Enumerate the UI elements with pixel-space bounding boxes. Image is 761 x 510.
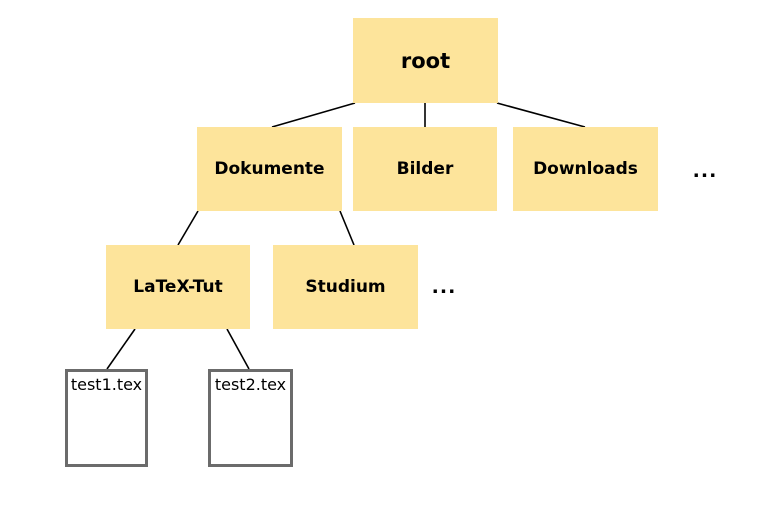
node-root: root [353,18,498,103]
node-file-test2: test2.tex [208,369,293,467]
node-bilder: Bilder [353,127,497,211]
edge-root-dokumente [271,102,356,128]
edge-latextut-test2 [226,328,250,370]
node-dokumente: Dokumente [197,127,342,211]
node-downloads: Downloads [513,127,658,211]
edge-dokumente-latextut [177,210,199,246]
ellipsis-level3: ... [431,276,457,298]
node-file-test1: test1.tex [65,369,148,467]
node-studium: Studium [273,245,418,329]
node-latex-tut: LaTeX-Tut [106,245,250,329]
edge-root-downloads [496,102,586,128]
ellipsis-level2: ... [692,160,718,182]
edge-dokumente-studium [339,210,355,246]
edge-latextut-test1 [106,328,136,370]
